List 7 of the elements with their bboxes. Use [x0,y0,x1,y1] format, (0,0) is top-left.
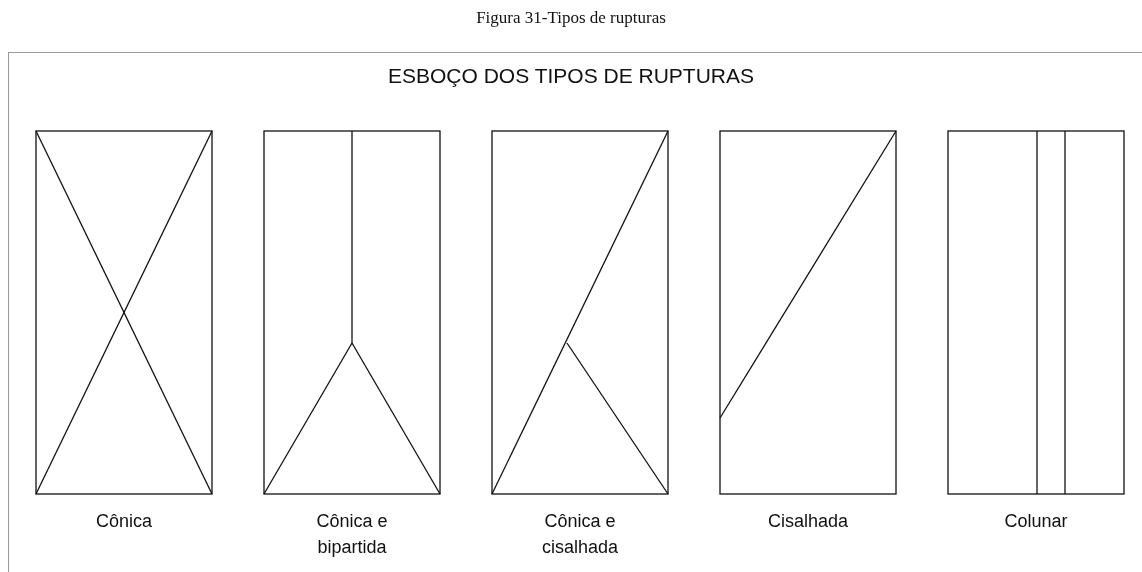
specimen-label: Colunar [1003,510,1069,533]
panel-title: ESBOÇO DOS TIPOS DE RUPTURAS [387,64,755,88]
specimen-label: Cônica e bipartida [315,510,389,559]
specimen-label: Cônica [95,510,153,533]
specimen-label: Cônica e cisalhada [540,510,620,559]
specimen-label: Cisalhada [766,510,850,533]
figure-caption: Figura 31-Tipos de rupturas [475,8,667,28]
